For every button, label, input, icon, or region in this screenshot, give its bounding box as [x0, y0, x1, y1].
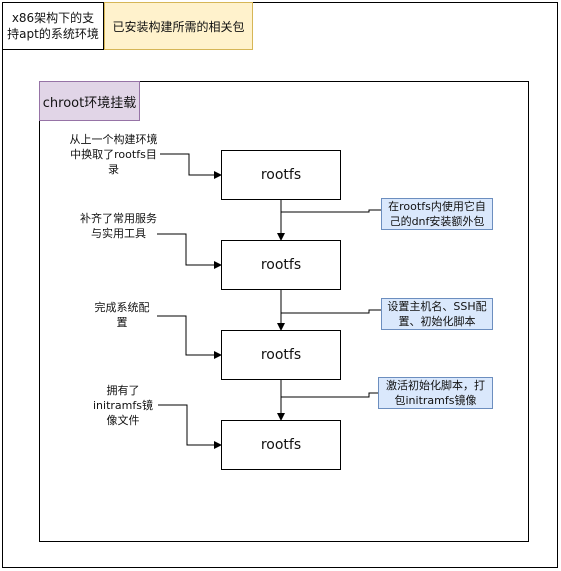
action-box-3: 激活初始化脚本，打包initramfs镜像: [378, 377, 493, 409]
note-connector-3: [157, 315, 222, 359]
action-connector-3: [281, 392, 378, 398]
action-box-2: 设置主机名、SSH配置、初始化脚本: [381, 298, 493, 330]
rootfs-box-3: rootfs: [221, 330, 341, 380]
action-box-1: 在rootfs内使用它自己的dnf安装额外包: [381, 198, 493, 230]
note-connector-1: [160, 153, 222, 179]
stage-note-1: 从上一个构建环境中换取了rootfs目录: [67, 132, 160, 177]
host-environment-label: x86架构下的支持apt的系统环境: [2, 2, 104, 50]
chroot-label: chroot环境挂载: [39, 81, 140, 121]
stage-note-3: 完成系统配置: [90, 300, 154, 330]
installed-packages-label: 已安装构建所需的相关包: [104, 2, 253, 50]
note-connector-2: [157, 233, 222, 269]
rootfs-box-2: rootfs: [221, 240, 341, 290]
stage-note-2: 补齐了常用服务与实用工具: [80, 211, 157, 241]
note-connector-4: [157, 404, 222, 449]
action-connector-1: [281, 209, 381, 213]
action-connector-2: [281, 309, 381, 314]
stage-note-4: 拥有了initramfs镜像文件: [88, 383, 158, 428]
rootfs-box-1: rootfs: [221, 150, 341, 200]
rootfs-box-4: rootfs: [221, 420, 341, 470]
